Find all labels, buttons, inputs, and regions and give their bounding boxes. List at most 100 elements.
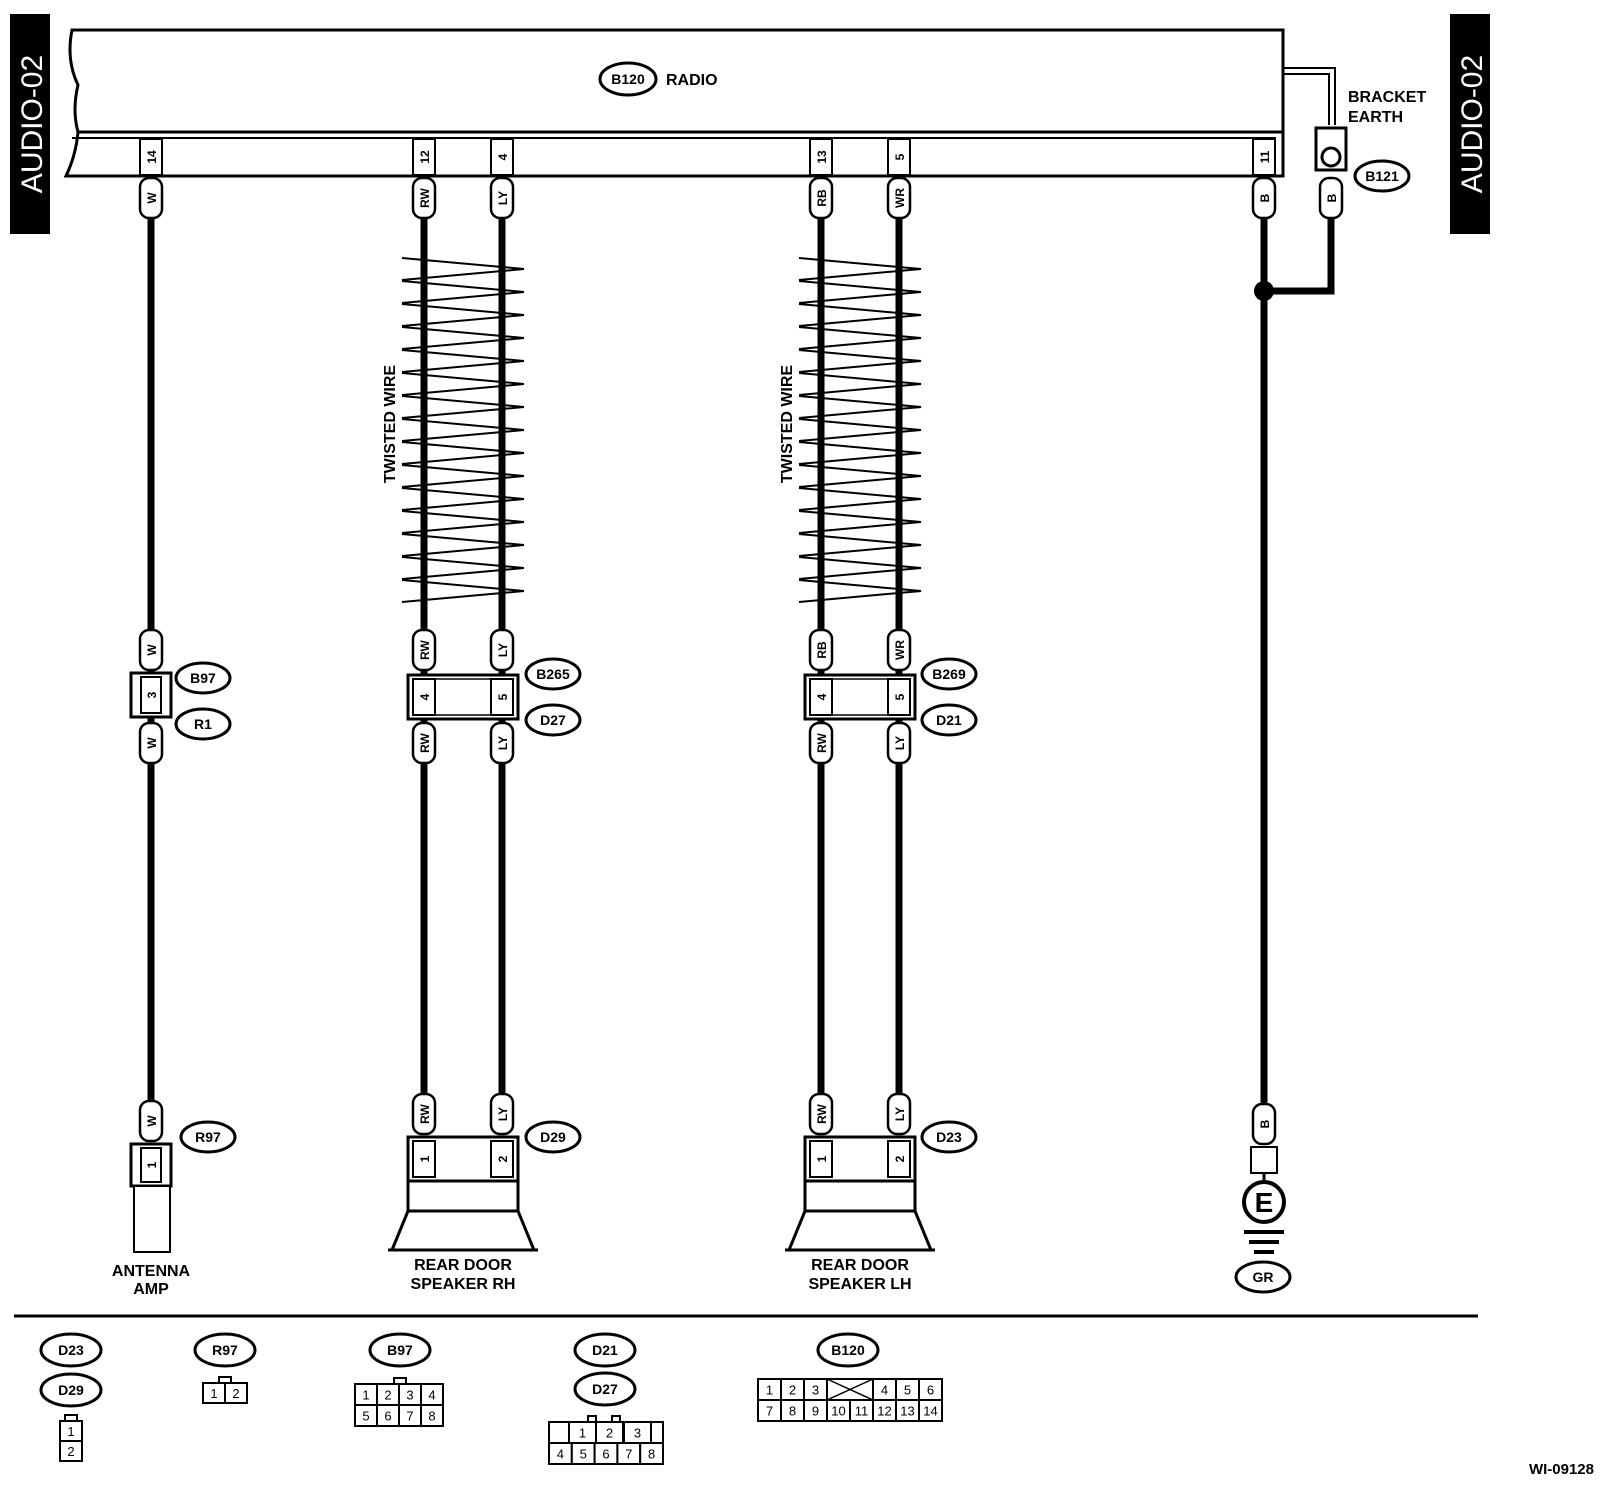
left-side-tab bbox=[10, 14, 50, 234]
twisted-wire-lh bbox=[798, 257, 922, 603]
right-side-tab bbox=[1450, 14, 1490, 234]
bracket-earth-connector-oval bbox=[1353, 159, 1411, 193]
footer-d23-pin: 2 bbox=[59, 1440, 83, 1462]
radio-label: RADIO bbox=[666, 72, 718, 89]
antenna-upper-wire-tag: W bbox=[138, 628, 164, 672]
svg-text:1: 1 bbox=[766, 1383, 773, 1398]
svg-text:14: 14 bbox=[145, 150, 159, 164]
footer-r97-pin: 2 bbox=[224, 1382, 248, 1404]
svg-text:LY: LY bbox=[893, 736, 907, 750]
svg-text:RW: RW bbox=[418, 187, 432, 207]
footer-b120-pin: 7 bbox=[757, 1399, 782, 1422]
svg-text:1: 1 bbox=[418, 1155, 432, 1162]
footer-b120-pin: 2 bbox=[780, 1378, 805, 1401]
footer-r97-oval: R97 bbox=[193, 1332, 257, 1368]
footer-d27-oval: D27 bbox=[573, 1371, 637, 1407]
figure-id: WI-09128 bbox=[1529, 1461, 1594, 1478]
svg-text:10: 10 bbox=[831, 1404, 845, 1419]
lh-lower-wire-tag: RW bbox=[808, 721, 834, 765]
svg-text:1: 1 bbox=[210, 1386, 217, 1401]
svg-text:9: 9 bbox=[812, 1404, 819, 1419]
svg-text:LY: LY bbox=[496, 643, 510, 657]
footer-b120-pin: 13 bbox=[895, 1399, 920, 1422]
svg-text:R1: R1 bbox=[194, 716, 212, 732]
svg-text:RB: RB bbox=[815, 189, 829, 207]
footer-b120-pin: 5 bbox=[895, 1378, 920, 1401]
svg-text:4: 4 bbox=[815, 693, 829, 700]
svg-text:W: W bbox=[145, 737, 159, 749]
footer-b120-pin: 3 bbox=[803, 1378, 828, 1401]
svg-text:D29: D29 bbox=[58, 1382, 84, 1398]
svg-text:6: 6 bbox=[927, 1383, 934, 1398]
svg-text:8: 8 bbox=[789, 1404, 796, 1419]
rh-speaker-cone-icon bbox=[389, 1209, 537, 1252]
wires bbox=[147, 218, 1335, 1110]
svg-text:W: W bbox=[145, 1115, 159, 1127]
svg-text:D21: D21 bbox=[592, 1342, 618, 1358]
lh-inline-pin: 4 bbox=[809, 678, 833, 716]
bracket-earth-label-1: BRACKET bbox=[1348, 89, 1426, 106]
lh-lower-wire-tag: LY bbox=[886, 721, 912, 765]
lh-speaker-label-2: SPEAKER LH bbox=[808, 1276, 911, 1293]
footer-d21-pin: 7 bbox=[616, 1442, 642, 1465]
rh-bottom-wire-tag: LY bbox=[489, 1092, 515, 1136]
wire-bracket-earth bbox=[1264, 218, 1335, 295]
svg-text:7: 7 bbox=[766, 1404, 773, 1419]
svg-text:1: 1 bbox=[815, 1155, 829, 1162]
svg-text:D27: D27 bbox=[540, 712, 566, 728]
svg-text:RW: RW bbox=[815, 1103, 829, 1123]
lh-speaker-label-1: REAR DOOR bbox=[811, 1257, 909, 1274]
rh-inline-pin: 4 bbox=[412, 678, 436, 716]
svg-text:5: 5 bbox=[580, 1447, 587, 1462]
svg-text:11: 11 bbox=[1258, 150, 1272, 163]
svg-text:12: 12 bbox=[418, 150, 432, 164]
rh-inline-connector-top: B265 bbox=[524, 657, 582, 691]
radio-wire-color-tag: WR bbox=[886, 176, 912, 220]
lh-speaker-connector-id: D23 bbox=[920, 1120, 978, 1154]
svg-text:3: 3 bbox=[406, 1388, 413, 1403]
ground-terminal bbox=[1250, 1146, 1278, 1174]
lh-bottom-wire-tag: LY bbox=[886, 1092, 912, 1136]
footer-d21-pin: 4 bbox=[548, 1442, 573, 1465]
svg-text:RW: RW bbox=[418, 1103, 432, 1123]
footer-d21-pin: 3 bbox=[623, 1421, 652, 1444]
twisted-wire-label-lh: TWISTED WIRE bbox=[779, 365, 796, 484]
svg-text:B: B bbox=[1325, 193, 1339, 202]
svg-text:13: 13 bbox=[900, 1404, 914, 1419]
footer-b120-pin: 9 bbox=[803, 1399, 828, 1422]
footer-b97-pin: 4 bbox=[420, 1383, 444, 1406]
lh-inline-connector-top: B269 bbox=[920, 657, 978, 691]
lh-inline-connector-bottom: D21 bbox=[920, 703, 978, 737]
svg-text:D27: D27 bbox=[592, 1381, 618, 1397]
svg-text:3: 3 bbox=[145, 691, 159, 698]
antenna-inline-connector-top: B97 bbox=[174, 661, 232, 695]
lh-inline-pin: 5 bbox=[887, 678, 911, 716]
svg-text:8: 8 bbox=[648, 1447, 655, 1462]
svg-text:R97: R97 bbox=[212, 1342, 238, 1358]
footer-d21-oval: D21 bbox=[573, 1332, 637, 1368]
lh-speaker-body bbox=[803, 1179, 917, 1213]
svg-text:4: 4 bbox=[428, 1388, 435, 1403]
svg-text:1: 1 bbox=[145, 1161, 159, 1168]
antenna-amp-body bbox=[133, 1185, 171, 1253]
footer-d21-pin: 5 bbox=[570, 1442, 596, 1465]
radio-pin: 14 bbox=[139, 138, 163, 176]
svg-text:2: 2 bbox=[232, 1386, 239, 1401]
svg-text:W: W bbox=[145, 644, 159, 656]
ground-wire-tag: B bbox=[1251, 1102, 1277, 1146]
svg-text:B: B bbox=[1258, 1119, 1272, 1128]
bracket-earth-connector-id: B121 bbox=[1365, 168, 1399, 184]
radio-pin: 12 bbox=[412, 138, 436, 176]
svg-text:6: 6 bbox=[602, 1447, 609, 1462]
svg-text:B: B bbox=[1258, 193, 1272, 202]
footer-d29-oval: D29 bbox=[39, 1372, 103, 1408]
rh-speaker-body bbox=[406, 1179, 520, 1213]
rh-bottom-wire-tag: RW bbox=[411, 1092, 437, 1136]
radio-pin: 4 bbox=[490, 138, 514, 176]
ground-e-circle-icon bbox=[1242, 1180, 1286, 1224]
svg-text:4: 4 bbox=[418, 693, 432, 700]
svg-text:5: 5 bbox=[496, 693, 510, 700]
radio-wire-color-tag: LY bbox=[489, 176, 515, 220]
antenna-inline-connector-bottom: R1 bbox=[174, 707, 232, 741]
svg-text:D23: D23 bbox=[58, 1342, 84, 1358]
